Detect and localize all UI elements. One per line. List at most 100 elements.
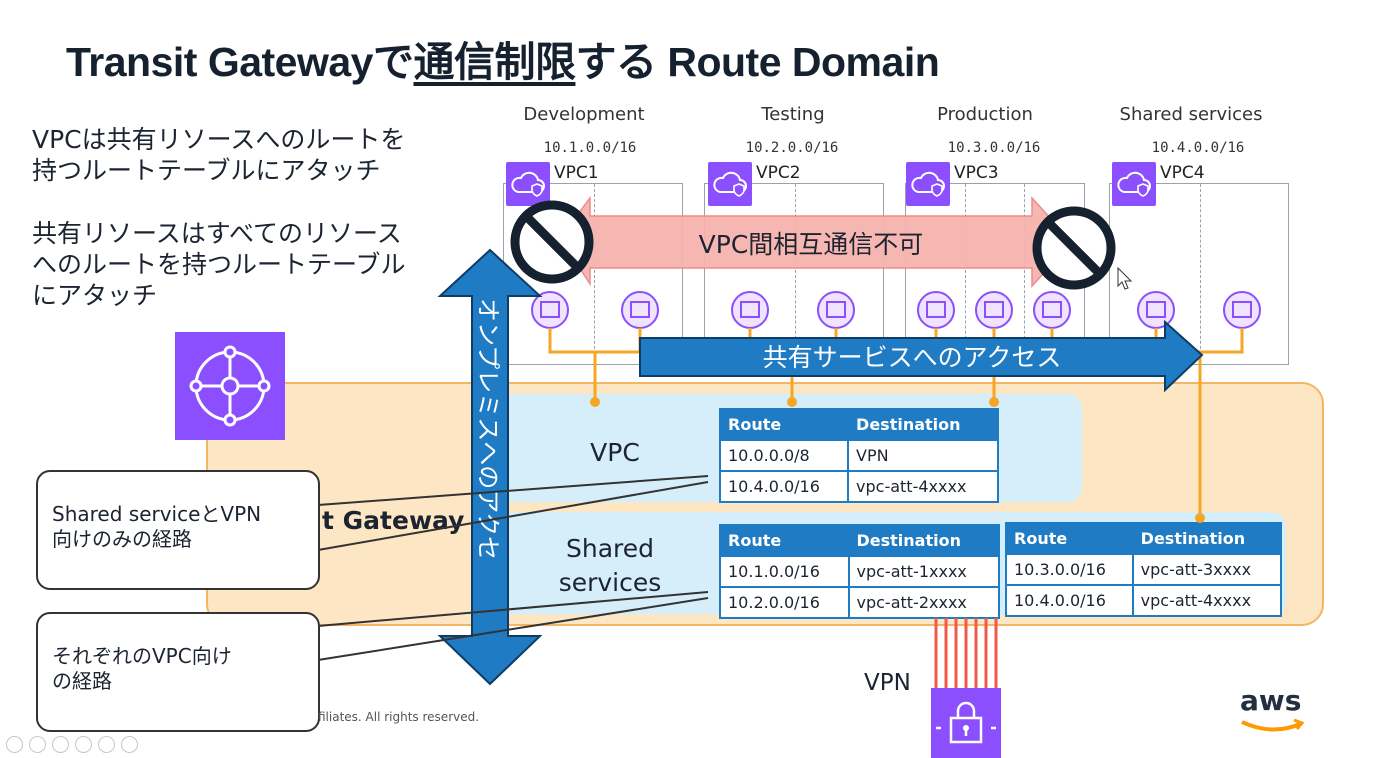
eni-icon bbox=[621, 291, 659, 329]
header-route: Route bbox=[718, 408, 850, 441]
bullet-2: 共有リソースはすべてのリソース へのルートを持つルートテーブル にアタッチ bbox=[32, 218, 406, 311]
callout-1-line-1: Shared serviceとVPN bbox=[52, 502, 262, 526]
aws-logo-text: aws bbox=[1240, 684, 1302, 717]
env-label-development: Development bbox=[523, 104, 645, 125]
onprem-access-arrow bbox=[437, 248, 543, 686]
transit-gateway-label: t Gateway bbox=[322, 506, 465, 535]
bullet-2-line-1: 共有リソースはすべてのリソース bbox=[32, 219, 402, 248]
next-slide-icon[interactable] bbox=[29, 736, 46, 753]
vpc-cloud-icon bbox=[708, 162, 752, 206]
destination-cell: vpc-att-2xxxx bbox=[847, 586, 1000, 619]
callout-shared-vpn: Shared serviceとVPN 向けのみの経路 bbox=[36, 470, 320, 590]
callout-2-line-1: それぞれのVPC向け bbox=[52, 644, 232, 668]
callout-pointer bbox=[317, 475, 709, 506]
shared-access-text: 共有サービスへのアクセス bbox=[763, 343, 1062, 372]
route-cell: 10.0.0.0/8 bbox=[718, 439, 850, 472]
mouse-cursor-icon bbox=[1117, 266, 1133, 290]
vpc4-name: VPC4 bbox=[1160, 163, 1205, 183]
vpc1-name: VPC1 bbox=[554, 163, 599, 183]
route-cell: 10.2.0.0/16 bbox=[719, 586, 850, 619]
onprem-access-text: オンプレミスへのアクセ bbox=[474, 298, 502, 560]
cidr-vpc1: 10.1.0.0/16 bbox=[543, 140, 637, 156]
prev-slide-icon[interactable] bbox=[6, 736, 23, 753]
zoom-icon[interactable] bbox=[98, 736, 115, 753]
rt-label-vpc: VPC bbox=[590, 438, 640, 467]
bullet-2-line-3: にアタッチ bbox=[32, 281, 158, 310]
header-route: Route bbox=[719, 524, 850, 557]
destination-cell: VPN bbox=[847, 439, 999, 472]
callout-each-vpc: それぞれのVPC向け の経路 bbox=[36, 612, 320, 732]
aws-smile-icon bbox=[1241, 718, 1305, 732]
title-suffix: する Route Domain bbox=[575, 39, 940, 85]
callout-pointer bbox=[317, 597, 709, 661]
rt-label-shared-line-1: Shared bbox=[565, 534, 654, 563]
destination-cell: vpc-att-3xxxx bbox=[1131, 553, 1283, 586]
destination-cell: vpc-att-4xxxx bbox=[1131, 584, 1283, 617]
eni-icon bbox=[731, 291, 769, 329]
vpc-cloud-icon bbox=[906, 162, 950, 206]
env-label-testing: Testing bbox=[761, 104, 825, 125]
no-inter-vpc-text: VPC間相互通信不可 bbox=[699, 230, 924, 259]
bullet-2-line-2: へのルートを持つルートテーブル bbox=[32, 250, 406, 279]
title-prefix: Transit Gatewayで bbox=[66, 39, 414, 85]
vpc2-box bbox=[704, 183, 884, 365]
destination-cell: vpc-att-4xxxx bbox=[847, 470, 999, 503]
eni-icon bbox=[917, 291, 955, 329]
cidr-vpc4: 10.4.0.0/16 bbox=[1151, 140, 1245, 156]
vpn-label: VPN bbox=[864, 670, 911, 696]
rt-label-shared-line-2: services bbox=[558, 568, 662, 597]
shared-access-arrow bbox=[639, 319, 1204, 393]
callout-pointer bbox=[317, 591, 709, 627]
header-route: Route bbox=[1005, 522, 1134, 555]
slides-icon[interactable] bbox=[75, 736, 92, 753]
more-options-icon[interactable] bbox=[121, 736, 138, 753]
header-destination: Destination bbox=[847, 524, 1000, 557]
route-cell: 10.1.0.0/16 bbox=[719, 555, 850, 588]
env-label-shared-services: Shared services bbox=[1119, 104, 1263, 125]
vpn-gateway-icon bbox=[931, 688, 1001, 758]
no-entry-icon bbox=[510, 200, 594, 284]
env-label-production: Production bbox=[937, 104, 1033, 125]
vpc-cloud-icon bbox=[506, 162, 550, 206]
pen-icon[interactable] bbox=[52, 736, 69, 753]
callout-1-line-2: 向けのみの経路 bbox=[52, 527, 192, 551]
destination-cell: vpc-att-1xxxx bbox=[847, 555, 1000, 588]
route-cell: 10.4.0.0/16 bbox=[718, 470, 850, 503]
vpc3-name: VPC3 bbox=[954, 163, 999, 183]
vpc4-box bbox=[1109, 183, 1289, 365]
bullet-1-line-2: 持つルートテーブルにアタッチ bbox=[32, 156, 381, 185]
eni-icon bbox=[1223, 291, 1261, 329]
bullet-1: VPCは共有リソースへのルートを 持つルートテーブルにアタッチ bbox=[32, 124, 405, 186]
callout-pointer bbox=[317, 481, 709, 551]
slide-title: Transit Gatewayで通信制限する Route Domain bbox=[66, 28, 940, 88]
eni-icon bbox=[1137, 291, 1175, 329]
header-destination: Destination bbox=[1131, 522, 1283, 555]
cidr-vpc3: 10.3.0.0/16 bbox=[947, 140, 1041, 156]
bullet-1-line-1: VPCは共有リソースへのルートを bbox=[32, 125, 406, 154]
aws-logo: aws bbox=[1240, 684, 1305, 732]
eni-icon bbox=[1033, 291, 1071, 329]
eni-icon bbox=[531, 291, 569, 329]
vpn-lines bbox=[934, 618, 998, 690]
eni-icon bbox=[975, 291, 1013, 329]
copyright-text: filiates. All rights reserved. bbox=[318, 710, 480, 724]
vpc2-name: VPC2 bbox=[756, 163, 801, 183]
connector-dots bbox=[590, 397, 1205, 523]
no-entry-icon bbox=[1032, 206, 1116, 290]
transit-gateway-icon bbox=[175, 332, 285, 440]
vpc-cloud-icon bbox=[1112, 162, 1156, 206]
header-destination: Destination bbox=[847, 408, 999, 441]
